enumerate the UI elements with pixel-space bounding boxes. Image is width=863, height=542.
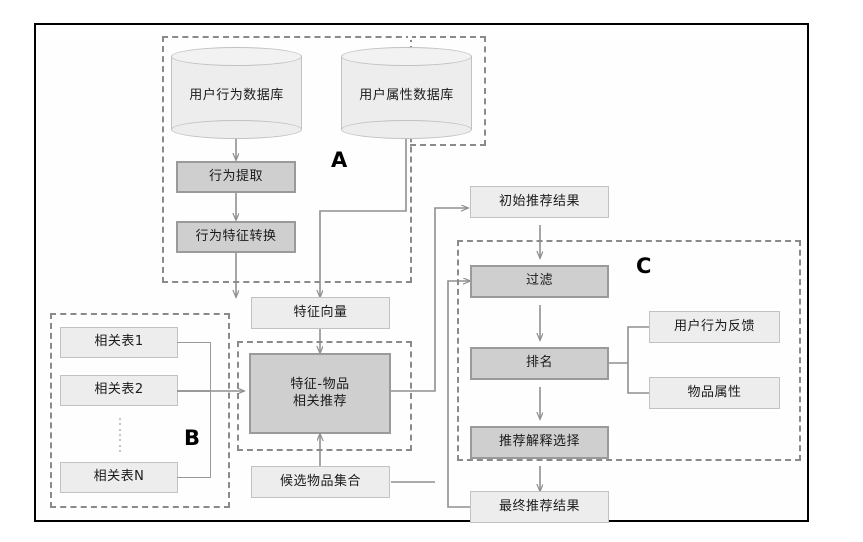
node-label: 物品属性: [687, 384, 742, 400]
node-user-behavior-db[interactable]: 用户行为数据库: [171, 47, 302, 139]
node-user-behavior-feedback[interactable]: 用户行为反馈: [649, 311, 780, 343]
node-label: 相关表N: [93, 469, 145, 485]
group-b-box: [50, 313, 230, 508]
node-label: 推荐解释选择: [498, 434, 580, 450]
cylinder-top: [341, 47, 472, 66]
edge-profiledb-to-featurevector: [320, 138, 407, 297]
node-label: 过滤: [525, 273, 553, 289]
edge-itemattr-brace-bottom: [627, 363, 649, 394]
node-label: 最终推荐结果: [498, 498, 580, 514]
node-feature-vector[interactable]: 特征向量: [251, 297, 390, 329]
cylinder-body: [341, 56, 472, 130]
node-label: 行为特征转换: [195, 228, 277, 244]
group-a-box-main: [162, 36, 412, 283]
relation-table-ellipsis-icon: [118, 418, 121, 452]
node-candidate-item-set[interactable]: 候选物品集合: [251, 466, 390, 498]
node-label: 特征-物品 相关推荐: [290, 377, 350, 409]
group-a-box-extension: [410, 36, 486, 146]
node-behavior-transform[interactable]: 行为特征转换: [176, 221, 296, 253]
group-rec-box: [237, 341, 412, 451]
node-label: 行为提取: [208, 168, 263, 184]
edge-rec-to-initialresult: [391, 208, 468, 392]
node-item-attributes[interactable]: 物品属性: [649, 377, 780, 409]
node-user-profile-db[interactable]: 用户属性数据库: [341, 47, 472, 139]
cylinder-bottom: [341, 120, 472, 139]
node-filter[interactable]: 过滤: [470, 265, 609, 298]
cylinder-body: [171, 56, 302, 130]
node-feature-item-recommendation[interactable]: 特征-物品 相关推荐: [249, 353, 391, 434]
group-label-c: C: [636, 254, 652, 278]
relation-tables-brace-stem: [177, 390, 211, 392]
node-label: 特征向量: [293, 304, 348, 320]
cylinder-top: [171, 47, 302, 66]
node-relation-table-1[interactable]: 相关表1: [60, 327, 178, 358]
node-behavior-extract[interactable]: 行为提取: [176, 161, 296, 193]
node-relation-table-2[interactable]: 相关表2: [60, 375, 178, 406]
node-label: 候选物品集合: [279, 473, 361, 489]
node-initial-recommendation-result[interactable]: 初始推荐结果: [470, 186, 609, 218]
node-ranking[interactable]: 排名: [470, 347, 609, 380]
group-a-joint-mask: [408, 36, 412, 40]
node-explanation-selection[interactable]: 推荐解释选择: [470, 426, 609, 459]
cylinder-bottom: [171, 120, 302, 139]
node-final-recommendation-result[interactable]: 最终推荐结果: [470, 491, 609, 523]
relation-tables-brace: [177, 342, 211, 478]
group-c-box: [457, 240, 801, 461]
node-label: 相关表1: [94, 334, 144, 350]
node-label: 相关表2: [94, 382, 144, 398]
edge-finalresult-feedback-to-filter: [447, 281, 490, 508]
node-label: 用户属性数据库: [359, 87, 454, 103]
node-label: 初始推荐结果: [498, 193, 580, 209]
node-label: 用户行为数据库: [189, 87, 284, 103]
group-label-a: A: [331, 148, 348, 172]
edge-feedback-brace-top: [627, 326, 649, 363]
node-label: 用户行为反馈: [673, 318, 755, 334]
node-label: 排名: [525, 355, 553, 371]
group-label-b: B: [184, 426, 201, 450]
node-relation-table-n[interactable]: 相关表N: [60, 462, 178, 493]
